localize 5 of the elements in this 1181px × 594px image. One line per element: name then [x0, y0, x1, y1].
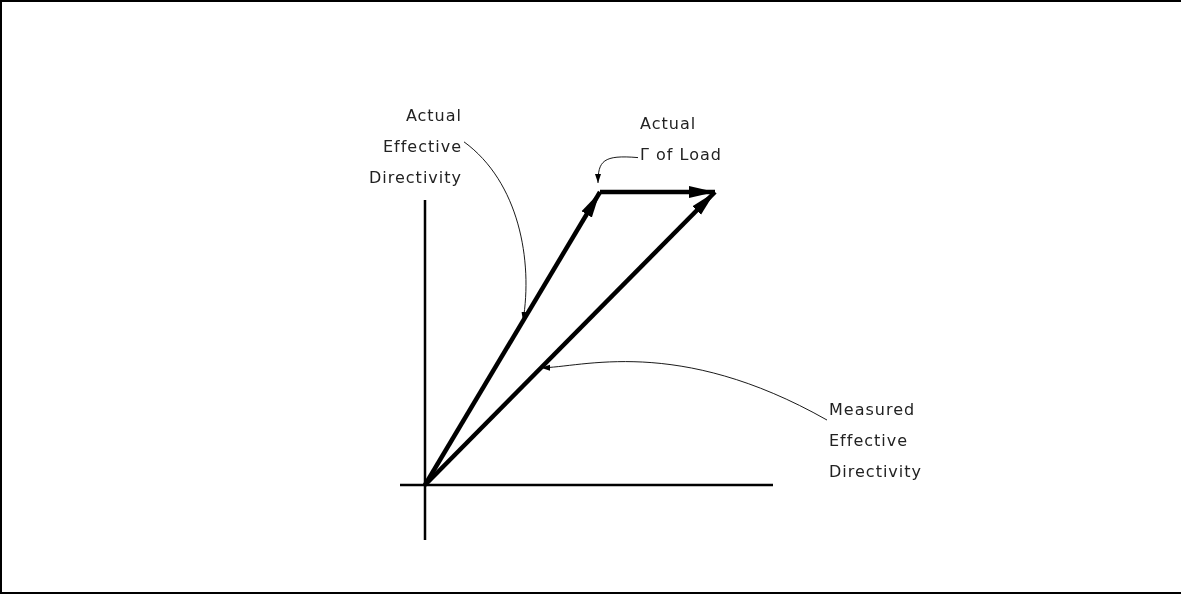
measured-directivity-vector-arrow — [423, 190, 717, 487]
load-reflection-vector-arrow — [600, 186, 715, 198]
callout-label: Actual Effective Directivity — [355, 100, 462, 193]
callout-label: Measured Effective Directivity — [829, 394, 949, 487]
callout-label: Actual Γ of Load — [640, 108, 740, 170]
